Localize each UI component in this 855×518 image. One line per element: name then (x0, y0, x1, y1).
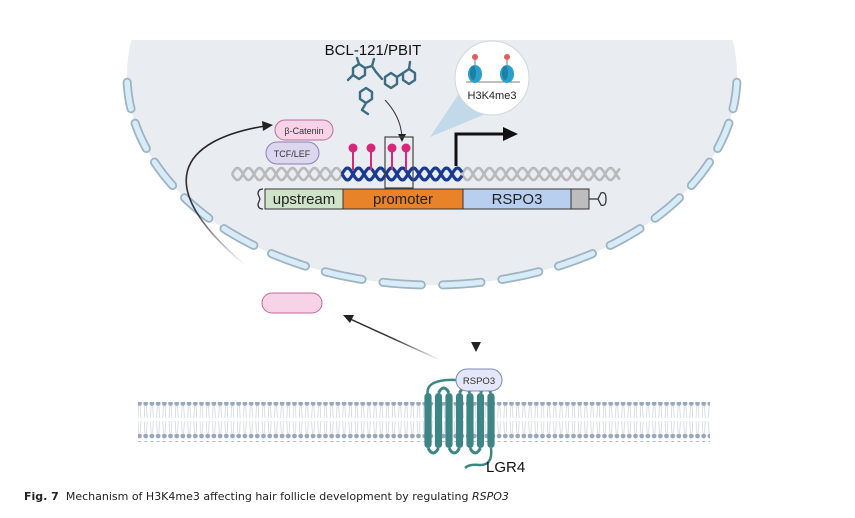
figure-caption: Fig. 7 Mechanism of H3K4me3 affecting ha… (24, 490, 509, 503)
h3k4me3-callout: H3K4me3 (454, 40, 530, 116)
transmembrane-helix (487, 393, 495, 448)
terminator-icon (589, 191, 607, 207)
envelope-segment-inner (221, 225, 257, 249)
dna-strand (460, 166, 621, 182)
nucleosome-icon (468, 54, 482, 83)
dna-helix (230, 166, 621, 182)
rspo3-ligand-label: RSPO3 (463, 376, 495, 387)
envelope-segment-inner (124, 79, 134, 112)
nucleosome-icon (500, 54, 514, 83)
transmembrane-helix (424, 393, 432, 448)
envelope-segment-inner (380, 279, 425, 288)
lgr4-label: LGR4 (486, 459, 525, 476)
caption-text: Mechanism of H3K4me3 affecting hair foll… (65, 490, 469, 503)
envelope-segment-inner (439, 279, 484, 288)
methylation-marks (348, 143, 411, 170)
envelope-segment-inner (499, 268, 542, 283)
nuclear-translocation-arrow (185, 125, 266, 266)
rspo3-gene-label: RSPO3 (492, 191, 543, 208)
highlight-box (384, 136, 414, 189)
transmembrane-helix (455, 393, 464, 448)
envelope-segment-inner (607, 225, 643, 249)
transcription-arrowhead-icon (503, 127, 518, 141)
helix-loop (437, 386, 451, 394)
nuclear-envelope (122, 77, 742, 290)
signaling-arrowhead-icon (343, 315, 354, 323)
transcription-start-arrow (454, 132, 505, 166)
receptor-c-terminus (464, 447, 493, 469)
receptor-n-terminus (426, 378, 457, 397)
left-insulator-icon (257, 188, 264, 210)
helix-loop (468, 447, 482, 455)
envelope-segment-inner (652, 194, 683, 221)
transmembrane-helix (434, 393, 443, 448)
expression-arrowhead-icon (471, 342, 481, 352)
h3k4me3-label: H3K4me3 (468, 90, 517, 102)
envelope-segment-inner (268, 250, 309, 269)
transmembrane-helix (445, 393, 453, 448)
lgr4-receptor (424, 378, 495, 469)
envelope-segment-inner (714, 120, 732, 152)
drug-inhibition-arrow (384, 99, 406, 142)
rspo3-ligand: RSPO3 (455, 368, 503, 392)
transmembrane-helix (466, 393, 474, 448)
drug-label: BCL-121/PBIT (325, 42, 422, 59)
envelope-segment-inner (688, 159, 713, 189)
methyl-mark-head (366, 143, 376, 153)
tcf-lef-label: TCF/LEF (274, 149, 311, 159)
helix-loop (426, 447, 440, 455)
envelope-segment-inner (730, 79, 740, 112)
upstream-label: upstream (273, 191, 336, 208)
dna-strand (340, 166, 464, 182)
nucleoplasm (127, 40, 737, 285)
cell-membrane (138, 402, 710, 442)
gene-construct: upstream promoter RSPO3 (257, 188, 607, 210)
methyl-mark-head (348, 143, 358, 153)
methyl-mark-head (387, 143, 397, 153)
nucleus (122, 40, 742, 290)
nuclear-beta-catenin-label: β-Catenin (284, 126, 323, 136)
drug-molecule-icon (346, 56, 417, 116)
terminator-segment (570, 188, 590, 210)
methyl-mark-head (401, 143, 411, 153)
promoter-label: promoter (373, 191, 433, 208)
caption-gene: RSPO3 (471, 490, 509, 503)
dna-strand (230, 166, 344, 182)
envelope-segment-inner (151, 159, 176, 189)
translocation-arrowhead-icon (262, 121, 273, 131)
helix-loop (447, 447, 461, 455)
tcf-lef-factor: TCF/LEF (265, 141, 320, 165)
transmembrane-helix (476, 393, 485, 448)
caption-label: Fig. 7 (24, 490, 59, 503)
nuclear-beta-catenin: β-Catenin (274, 119, 334, 141)
envelope-segment-inner (181, 194, 212, 221)
envelope-segment-inner (555, 250, 596, 269)
envelope-segment-inner (132, 120, 150, 152)
dna-strand (340, 166, 464, 182)
cytoplasmic-beta-catenin (261, 292, 323, 314)
envelope-segment-inner (322, 268, 365, 283)
signaling-arrow (347, 317, 441, 361)
